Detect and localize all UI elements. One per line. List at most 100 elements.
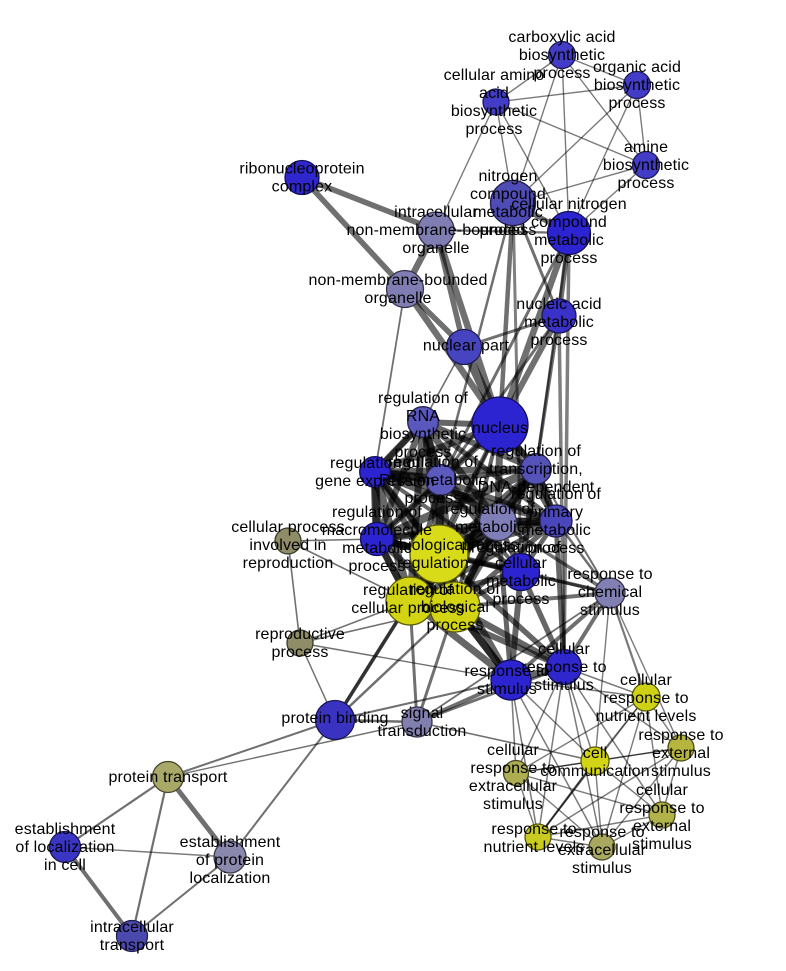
svg-text:protein binding: protein binding <box>281 710 388 727</box>
svg-text:complex: complex <box>272 179 333 196</box>
svg-text:cellular amino: cellular amino <box>444 67 545 84</box>
svg-text:of localization: of localization <box>15 839 114 856</box>
svg-text:regulation of: regulation of <box>378 390 468 407</box>
svg-text:cellular: cellular <box>487 742 539 759</box>
svg-text:stimulus: stimulus <box>477 681 537 698</box>
svg-text:stimulus: stimulus <box>483 796 543 813</box>
svg-text:biological: biological <box>421 599 489 616</box>
svg-text:process: process <box>465 121 522 138</box>
svg-text:biosynthetic: biosynthetic <box>451 103 537 120</box>
svg-text:organelle: organelle <box>364 290 431 307</box>
svg-text:process: process <box>530 332 587 349</box>
svg-text:stimulus: stimulus <box>572 860 632 877</box>
svg-text:ribonucleoprotein: ribonucleoprotein <box>239 161 364 178</box>
svg-text:response to: response to <box>491 821 576 838</box>
svg-text:signal: signal <box>401 705 444 722</box>
svg-text:transcription,: transcription, <box>489 461 583 478</box>
svg-text:amine: amine <box>624 139 668 156</box>
svg-text:nucleic acid: nucleic acid <box>516 296 601 313</box>
svg-text:process: process <box>492 591 549 608</box>
svg-text:regulation of: regulation of <box>330 455 420 472</box>
svg-text:process: process <box>426 617 483 634</box>
svg-text:of protein: of protein <box>196 852 264 869</box>
svg-text:gene expression: gene expression <box>315 473 435 490</box>
svg-text:external: external <box>633 818 691 835</box>
svg-text:process: process <box>527 540 584 557</box>
svg-text:communication: communication <box>540 763 650 780</box>
svg-text:regulation of: regulation of <box>363 582 453 599</box>
svg-text:nitrogen: nitrogen <box>478 168 537 185</box>
svg-text:process: process <box>479 222 536 239</box>
svg-text:metabolic: metabolic <box>534 232 604 249</box>
svg-text:biosynthetic: biosynthetic <box>519 47 605 64</box>
svg-text:metabolic: metabolic <box>486 573 556 590</box>
svg-text:biosynthetic: biosynthetic <box>380 426 466 443</box>
svg-text:process: process <box>540 250 597 267</box>
svg-text:regulation of: regulation of <box>471 540 561 557</box>
svg-text:in cell: in cell <box>44 857 86 874</box>
svg-text:response to: response to <box>603 690 688 707</box>
svg-text:involved in: involved in <box>249 537 326 554</box>
svg-text:intracellular: intracellular <box>90 919 174 936</box>
svg-text:cell: cell <box>583 745 608 762</box>
svg-text:cellular process: cellular process <box>351 600 465 617</box>
svg-text:nutrient levels: nutrient levels <box>484 839 585 856</box>
svg-text:cellular nitrogen: cellular nitrogen <box>511 196 627 213</box>
svg-text:compound: compound <box>531 214 607 231</box>
svg-text:transport: transport <box>100 937 165 954</box>
svg-text:response to: response to <box>559 824 644 841</box>
svg-text:primary: primary <box>529 504 583 521</box>
svg-text:regulation of: regulation of <box>491 443 581 460</box>
svg-text:stimulus: stimulus <box>651 763 711 780</box>
svg-text:cellular: cellular <box>636 782 688 799</box>
svg-text:regulation of: regulation of <box>445 501 535 518</box>
svg-text:stimulus: stimulus <box>534 677 594 694</box>
svg-text:compound: compound <box>470 186 546 203</box>
svg-text:reproductive: reproductive <box>255 626 345 643</box>
svg-text:biosynthetic: biosynthetic <box>603 157 689 174</box>
svg-text:process: process <box>461 537 518 554</box>
svg-text:extracellular: extracellular <box>469 778 558 795</box>
svg-text:response to: response to <box>619 800 704 817</box>
svg-text:metabolic: metabolic <box>455 519 525 536</box>
svg-text:organic acid: organic acid <box>593 59 681 76</box>
svg-text:nucleus: nucleus <box>472 420 528 437</box>
svg-text:establishment: establishment <box>180 834 281 851</box>
svg-text:regulation of: regulation of <box>511 486 601 503</box>
svg-text:intracellular: intracellular <box>394 204 478 221</box>
svg-text:regulation of: regulation of <box>388 454 478 471</box>
svg-text:stimulus: stimulus <box>580 602 640 619</box>
svg-text:response to: response to <box>470 760 555 777</box>
svg-text:regulation of: regulation of <box>332 504 422 521</box>
svg-text:establishment: establishment <box>15 821 116 838</box>
svg-text:regulation: regulation <box>397 555 469 572</box>
svg-text:non-membrane-bounded: non-membrane-bounded <box>308 272 487 289</box>
svg-text:acid: acid <box>479 85 509 102</box>
svg-text:DNA-dependent: DNA-dependent <box>478 479 595 496</box>
svg-text:process: process <box>404 490 461 507</box>
svg-text:non-membrane-bounded: non-membrane-bounded <box>346 222 525 239</box>
svg-text:process: process <box>348 558 405 575</box>
svg-text:process: process <box>271 644 328 661</box>
svg-text:organelle: organelle <box>402 240 469 257</box>
svg-text:RNA: RNA <box>406 408 440 425</box>
svg-text:metabolic: metabolic <box>524 314 594 331</box>
svg-text:RNA metabolic: RNA metabolic <box>379 472 487 489</box>
svg-text:cellular: cellular <box>495 555 547 572</box>
svg-text:regulation of: regulation of <box>410 581 500 598</box>
svg-text:chemical: chemical <box>578 584 642 601</box>
svg-text:biosynthetic: biosynthetic <box>594 77 680 94</box>
svg-text:metabolic: metabolic <box>473 204 543 221</box>
svg-text:external: external <box>652 745 710 762</box>
svg-text:process: process <box>394 444 451 461</box>
svg-text:process: process <box>533 65 590 82</box>
svg-text:stimulus: stimulus <box>632 836 692 853</box>
svg-text:response to: response to <box>521 659 606 676</box>
svg-text:biological: biological <box>399 537 467 554</box>
svg-text:cellular process: cellular process <box>231 519 345 536</box>
svg-text:protein transport: protein transport <box>108 769 227 786</box>
svg-text:nuclear part: nuclear part <box>423 338 510 355</box>
svg-text:cellular: cellular <box>538 641 590 658</box>
svg-text:process: process <box>617 175 674 192</box>
svg-text:carboxylic acid: carboxylic acid <box>508 29 615 46</box>
